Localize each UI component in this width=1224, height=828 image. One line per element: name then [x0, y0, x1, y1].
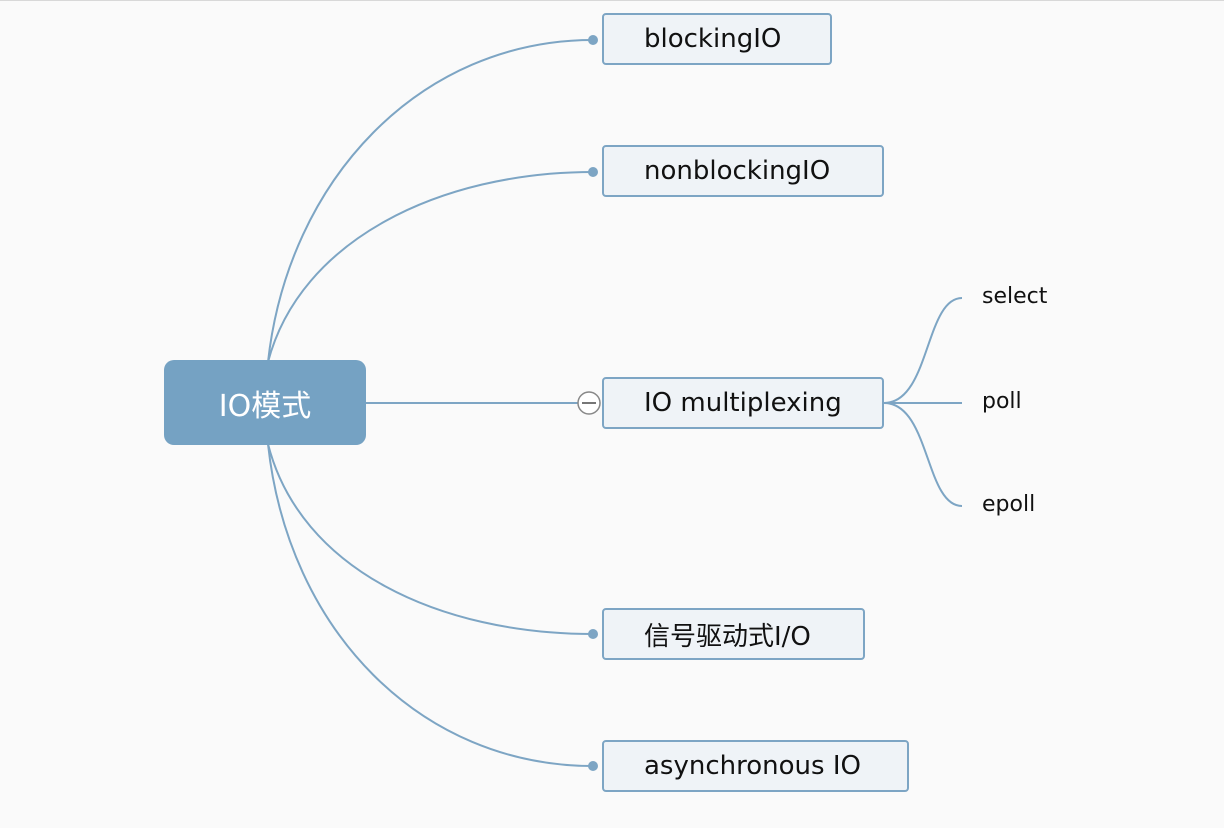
canvas-top-border: [0, 0, 1224, 1]
central-topic-label: IO模式: [218, 388, 312, 424]
subtopic-label: epoll: [982, 492, 1036, 517]
topic-label: nonblockingIO: [644, 156, 831, 186]
connector-dot-nonblocking: [588, 167, 598, 177]
connector-nonblocking: [267, 171, 594, 363]
subtopic-select[interactable]: select: [982, 284, 1047, 309]
topic-io-multiplexing[interactable]: IO multiplexing: [602, 377, 884, 429]
topic-label: 信号驱动式I/O: [644, 621, 811, 652]
topic-blocking-io[interactable]: blockingIO: [602, 13, 832, 65]
subtopic-label: poll: [982, 389, 1022, 414]
connector-dot-blocking: [588, 35, 598, 45]
connector-signal: [267, 443, 594, 635]
collapse-toggle-icon[interactable]: [577, 391, 601, 415]
topic-label: blockingIO: [644, 24, 782, 54]
central-topic[interactable]: IO模式: [164, 360, 366, 445]
topic-asynchronous-io[interactable]: asynchronous IO: [602, 740, 909, 792]
subtopic-label: select: [982, 284, 1048, 309]
connector-select: [883, 297, 963, 404]
subtopic-poll[interactable]: poll: [982, 389, 1022, 414]
connector-dot-async: [588, 761, 598, 771]
connector-async: [267, 443, 594, 767]
topic-nonblocking-io[interactable]: nonblockingIO: [602, 145, 884, 197]
connector-blocking: [267, 39, 594, 363]
topic-signal-driven-io[interactable]: 信号驱动式I/O: [602, 608, 865, 660]
connector-dot-signal: [588, 629, 598, 639]
subtopic-epoll[interactable]: epoll: [982, 492, 1035, 517]
topic-label: IO multiplexing: [644, 388, 842, 418]
topic-label: asynchronous IO: [644, 751, 861, 781]
connector-epoll: [883, 402, 963, 507]
